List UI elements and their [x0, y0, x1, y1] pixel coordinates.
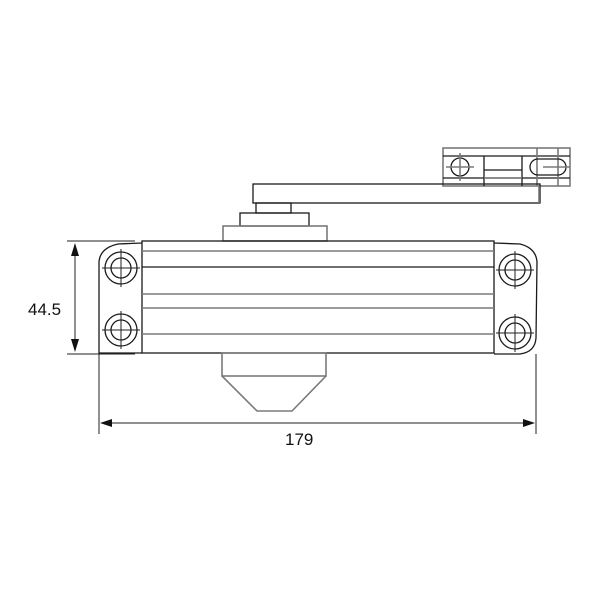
mounting-hole-icon: [102, 311, 140, 349]
width-dimension-label: 179: [285, 430, 313, 449]
width-dimension: 179: [98, 353, 537, 449]
arm-bracket: [442, 147, 571, 187]
arm: [252, 183, 541, 204]
height-dimension: 44.5: [28, 240, 135, 355]
closer-body: [141, 240, 495, 354]
valve-cap: [221, 352, 327, 412]
bracket-slot-icon: [529, 158, 570, 176]
right-mounting-plate: [493, 242, 538, 355]
left-mounting-plate: [98, 242, 143, 354]
mounting-hole-icon: [496, 314, 534, 352]
height-dimension-label: 44.5: [28, 300, 61, 319]
pinion-shaft: [222, 202, 328, 242]
mounting-hole-icon: [496, 251, 534, 289]
mounting-hole-icon: [102, 249, 140, 287]
bracket-hole-icon: [446, 153, 474, 181]
